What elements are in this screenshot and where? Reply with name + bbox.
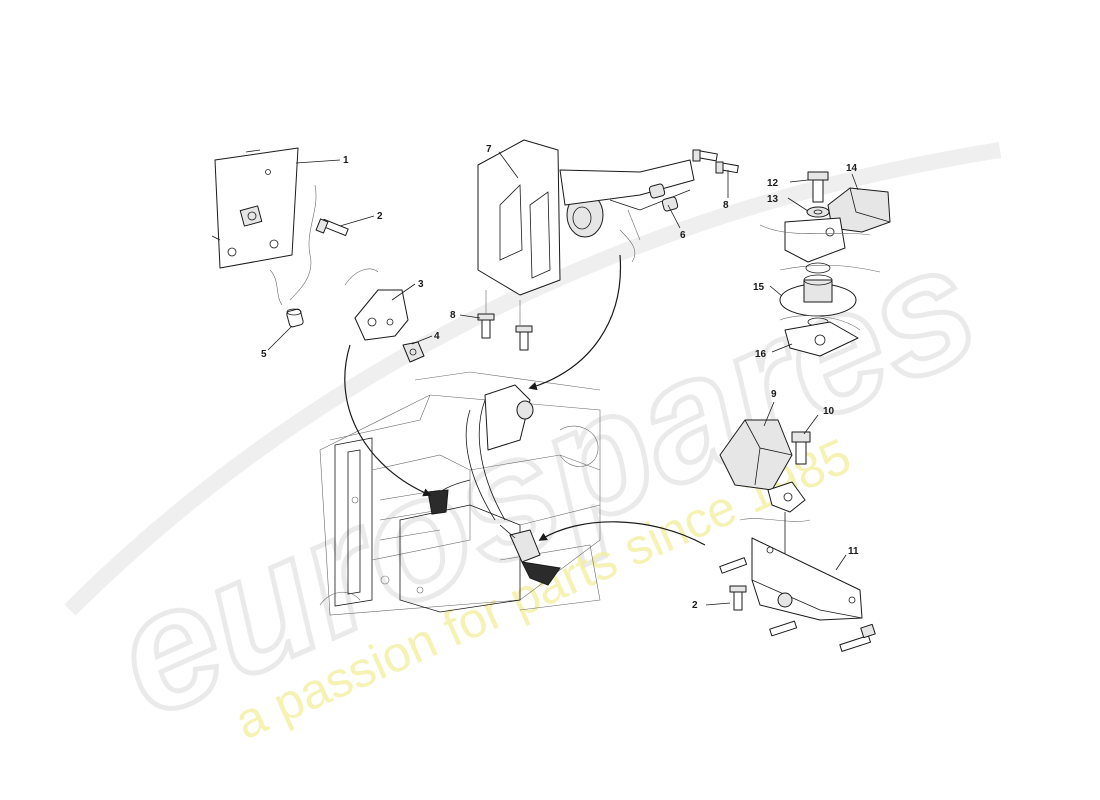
anchor-plate-3: [344, 268, 409, 341]
callout-16: 16: [755, 349, 767, 360]
lower-right-buckle-assembly: [719, 419, 876, 652]
bolt-10: [791, 431, 811, 465]
callout-labels: 1 2 3 4 5 6 7 8 8 9 10 11 2 12 13 14 15 …: [261, 144, 859, 611]
callout-14: 14: [846, 163, 858, 174]
bolt-12: [807, 171, 829, 203]
weld-nut: [239, 205, 263, 227]
fitted-buckle: [509, 529, 541, 563]
mounting-bracket-11: [751, 537, 863, 621]
retractor-housing: [477, 139, 561, 296]
spacer-5: [286, 308, 304, 328]
bolts-2-lower: [719, 557, 876, 652]
fitted-lower-anchor: [427, 489, 449, 515]
arrow-buckle-to-shell: [538, 521, 706, 546]
vehicle-body-shell: [319, 371, 601, 616]
washer-13: [806, 206, 830, 218]
nut-4: [402, 341, 425, 363]
upper-left-panel-assembly: [211, 147, 425, 363]
fitted-upper-bracket: [484, 384, 531, 451]
arrow-retractor-to-shell: [528, 254, 622, 391]
upper-right-mount-assembly: [759, 171, 891, 357]
retractor-arm: [559, 159, 695, 206]
callout-5: 5: [261, 349, 267, 360]
callout-9: 9: [771, 389, 777, 400]
callout-1: 1: [343, 155, 349, 166]
upper-retractor-assembly: [477, 139, 739, 351]
callout-11: 11: [848, 546, 859, 557]
callout-8: 8: [723, 200, 729, 211]
assembly-arrows: [344, 254, 706, 546]
callout-2-lower: 2: [692, 600, 698, 611]
callout-15: 15: [753, 282, 765, 293]
arrow-anchor-to-shell: [344, 344, 432, 497]
bolts-8-lower: [477, 290, 533, 351]
callout-2: 2: [377, 211, 383, 222]
callout-8-lower: 8: [450, 310, 456, 321]
callout-3: 3: [418, 279, 424, 290]
callout-4: 4: [434, 331, 440, 342]
buckle-9: [719, 419, 806, 513]
callout-6: 6: [680, 230, 686, 241]
isolator-mount-15: [779, 274, 857, 317]
mount-bracket: [784, 217, 846, 263]
callout-7: 7: [486, 144, 492, 155]
callout-12: 12: [767, 178, 779, 189]
bolt-2: [315, 218, 349, 237]
leader-lines: [267, 151, 859, 606]
callout-10: 10: [823, 406, 835, 417]
callout-13: 13: [767, 194, 779, 205]
spacer-pair-6: [648, 183, 679, 212]
bolts-8-right: [692, 149, 739, 174]
